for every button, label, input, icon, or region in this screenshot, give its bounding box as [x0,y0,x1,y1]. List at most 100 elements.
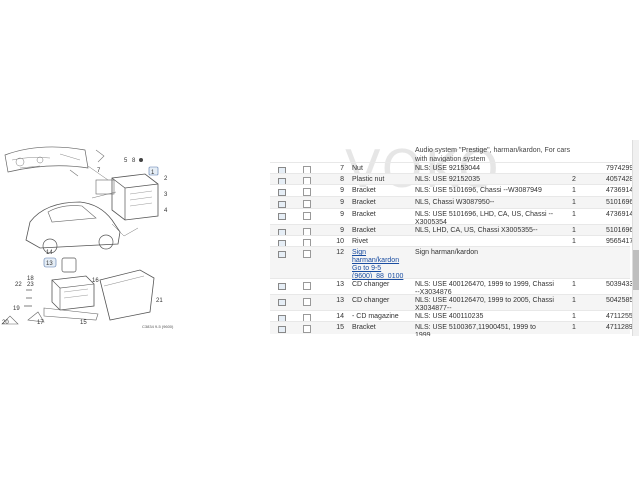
remark: NLS: USE 400110235 [415,313,484,320]
picture-icon[interactable] [278,213,286,220]
table-row: 13 CD changer NLS: USE 400126470, 1999 to … [270,278,634,296]
remark: NLS: USE 5101696, Chassi --W3087949 [415,187,542,194]
table-row: 12 Sign harman/kardon Go to 9-5 (9600)_88… [270,246,630,281]
diagram-caption: C3834 9-5 (9600) [142,324,174,329]
picture-icon[interactable] [278,283,286,290]
callout-3: 3 [164,192,168,198]
callout-8: 8 [132,158,136,164]
callout-23: 23 [27,282,34,288]
remark: NLS, Chassi W3087950-- [415,199,495,206]
callout-15: 15 [80,320,87,326]
description: Rivet [352,238,368,245]
part-number: 5039433 [606,281,634,288]
description: CD changer [352,281,390,288]
picture-icon[interactable] [278,299,286,306]
ref-number: 14 [336,313,344,320]
picture-icon[interactable] [278,326,286,333]
ref-number: 9 [340,227,344,234]
select-checkbox[interactable] [303,325,311,333]
callout-5: 5 [124,158,128,164]
callout-18: 18 [27,276,34,282]
sign-link[interactable]: Sign harman/kardon Go to 9-5 (9600)_88_0… [352,249,404,280]
part-number: 4057428 [606,176,634,183]
table-row: 7 Nut NLS: USE 92153044 7974299 [270,162,634,174]
ref-number: 12 [336,249,344,256]
description: Bracket [352,227,376,234]
part-number: 4736914 [606,187,634,194]
table-row: 9 Bracket NLS: USE 5101696, LHD, CA, US, C… [270,208,634,226]
remark: NLS: USE 400126470, 1999 to 1999, Chassi… [415,281,554,296]
exploded-view-illustration: 5 8 7 1 2 3 4 14 13 18 22 23 19 16 20 17… [1,146,174,329]
callout-2: 2 [164,176,168,182]
quantity: 1 [572,211,576,218]
ref-number: 13 [336,297,344,304]
parts-table: Audio system "Prestige", harman/kardon, … [270,140,640,336]
description: - CD magazine [352,313,399,320]
description: Bracket [352,211,376,218]
callout-21: 21 [156,298,163,304]
select-checkbox[interactable] [303,212,311,220]
quantity: 1 [572,281,576,288]
ref-number: 7 [340,165,344,172]
part-number: 5042585 [606,297,634,304]
callout-4: 4 [164,208,168,214]
vertical-scrollbar[interactable] [632,140,639,336]
description: Bracket [352,187,376,194]
part-number: 5101696 [606,199,634,206]
ref-number: 8 [340,176,344,183]
ref-number: 13 [336,281,344,288]
table-row: 14 - CD magazine NLS: USE 400110235 1 471125… [270,310,633,322]
part-number: 5101696 [606,227,634,234]
ref-number: 10 [336,238,344,245]
picture-icon[interactable] [278,251,286,258]
part-number: 9565417 [606,238,634,245]
quantity: 1 [572,297,576,304]
picture-icon[interactable] [278,189,286,196]
callout-16: 16 [92,278,99,284]
description: Nut [352,165,363,172]
ref-number: 9 [340,211,344,218]
select-checkbox[interactable] [303,200,311,208]
table-row: 9 Bracket NLS: USE 5101696, Chassi --W3087… [270,184,634,197]
quantity: 2 [572,176,576,183]
select-checkbox[interactable] [303,298,311,306]
part-number: 7974299 [606,165,634,172]
quantity: 1 [572,324,576,331]
ref-number: 9 [340,187,344,194]
quantity: 1 [572,313,576,320]
remark: NLS, LHD, CA, US, Chassi X3005355-- [415,227,538,234]
callout-20: 20 [2,320,9,326]
group-heading: Audio system "Prestige", harman/kardon, … [415,147,571,163]
part-number: 4736914 [606,211,634,218]
quantity: 1 [572,187,576,194]
callout-13: 13 [46,261,53,267]
description: Bracket [352,324,376,331]
picture-icon[interactable] [278,201,286,208]
callout-22: 22 [15,282,22,288]
callout-7: 7 [97,168,101,174]
table-row: 9 Bracket NLS, LHD, CA, US, Chassi X300535… [270,224,634,236]
callout-14: 14 [46,250,53,256]
part-number: 4711289 [606,324,633,331]
part-number: 4711255 [606,313,633,320]
quantity: 1 [572,199,576,206]
watermark-text: VOKO [345,140,501,200]
callout-19: 19 [13,306,20,312]
select-checkbox[interactable] [303,282,311,290]
select-checkbox[interactable] [303,250,311,258]
ref-number: 9 [340,199,344,206]
remark: NLS: USE 92153044 [415,165,480,172]
description: Bracket [352,199,376,206]
remark: NLS: USE 5101696, LHD, CA, US, Chassi --… [415,211,554,226]
remark: Sign harman/kardon [415,249,479,256]
table-row: 9 Bracket NLS, Chassi W3087950-- 1 5101696 [270,196,634,209]
description: Plastic nut [352,176,385,183]
description: Sign harman/kardon Go to 9-5 (9600)_88_0… [352,249,407,281]
parts-diagram: 5 8 7 1 2 3 4 14 13 18 22 23 19 16 20 17… [0,140,180,336]
select-checkbox[interactable] [303,188,311,196]
scrollbar-thumb[interactable] [633,250,639,290]
callout-17: 17 [37,320,44,326]
